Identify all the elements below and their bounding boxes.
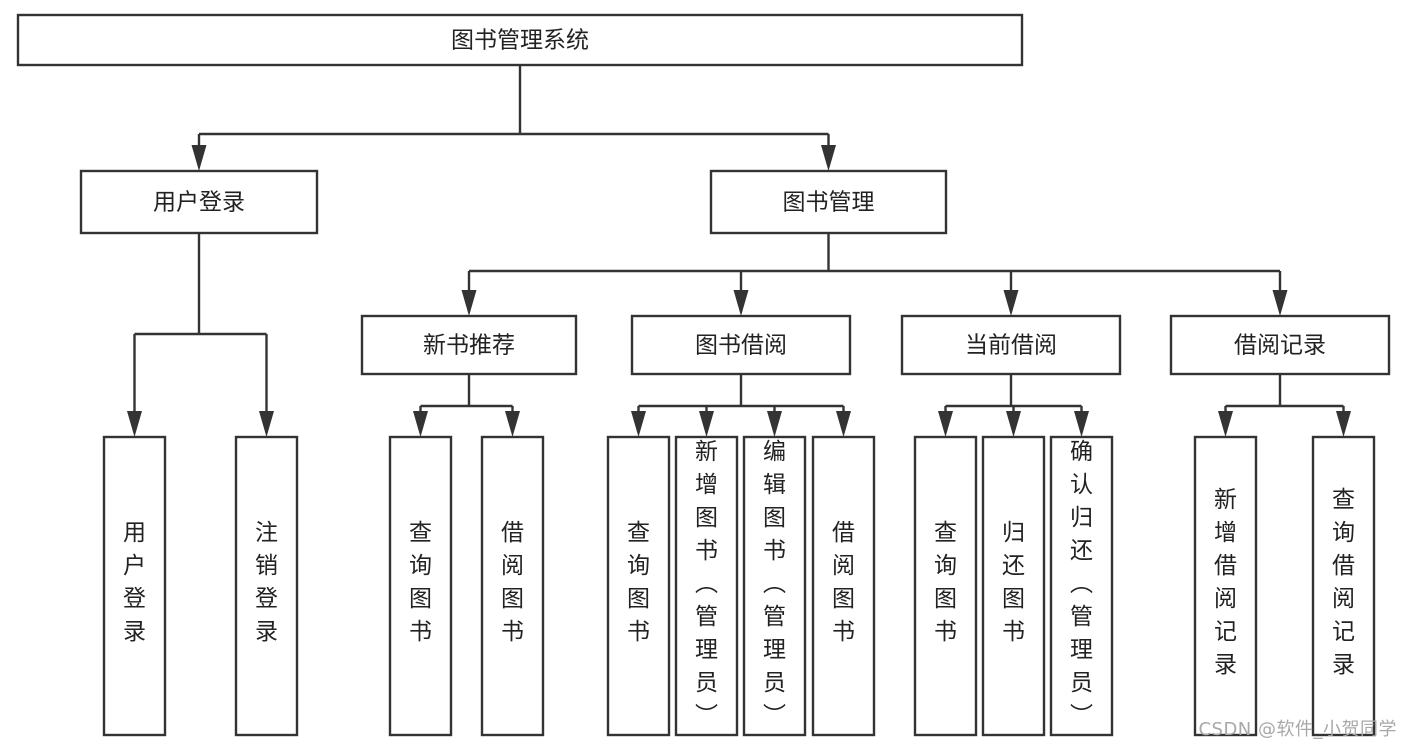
arrow-head-icon bbox=[767, 411, 782, 437]
arrow-head-icon bbox=[1006, 411, 1021, 437]
node-box bbox=[630, 314, 852, 376]
edge-group-book-manage bbox=[461, 233, 1288, 316]
nodes-layer: 图书管理系统用户登录图书管理新书推荐图书借阅当前借阅借阅记录用户登录注销登录查询… bbox=[16, 13, 1391, 737]
edge-group-book-borrow bbox=[631, 374, 851, 437]
node-user-login[interactable]: 用户登录 bbox=[79, 169, 319, 235]
node-leaf-add-record[interactable]: 新增借阅记录 bbox=[1193, 435, 1258, 737]
arrow-head-icon bbox=[938, 411, 953, 437]
node-label: 用户登录 bbox=[123, 520, 146, 645]
node-leaf-edit-book[interactable]: 编辑图书︵管理员︶ bbox=[742, 435, 807, 737]
node-book-borrow[interactable]: 图书借阅 bbox=[630, 314, 852, 376]
arrow-head-icon bbox=[461, 290, 477, 316]
arrow-head-icon bbox=[413, 411, 428, 437]
edge-group-current-borrow bbox=[938, 374, 1089, 437]
node-box bbox=[388, 435, 453, 737]
node-box bbox=[1169, 314, 1391, 376]
node-label: 新增借阅记录 bbox=[1214, 487, 1237, 678]
node-box bbox=[913, 435, 978, 737]
edges-layer bbox=[127, 65, 1351, 437]
node-leaf-borrow-book-1[interactable]: 借阅图书 bbox=[480, 435, 545, 737]
node-leaf-query-book-3[interactable]: 查询图书 bbox=[913, 435, 978, 737]
node-box bbox=[606, 435, 671, 737]
node-box bbox=[1193, 435, 1258, 737]
node-label: 查询借阅记录 bbox=[1332, 487, 1355, 678]
node-label: 新增图书︵管理员︶ bbox=[695, 439, 718, 729]
node-label: 图书借阅 bbox=[695, 333, 787, 359]
arrow-head-icon bbox=[631, 411, 646, 437]
arrow-head-icon bbox=[1074, 411, 1089, 437]
node-leaf-return-book[interactable]: 归还图书 bbox=[981, 435, 1046, 737]
node-box bbox=[1049, 435, 1114, 737]
node-label: 用户登录 bbox=[153, 190, 245, 216]
node-box bbox=[674, 435, 739, 737]
arrow-head-icon bbox=[1218, 411, 1233, 437]
node-leaf-query-book-1[interactable]: 查询图书 bbox=[388, 435, 453, 737]
arrow-head-icon bbox=[821, 145, 836, 171]
arrow-head-icon bbox=[699, 411, 714, 437]
node-label: 图书管理 bbox=[783, 190, 875, 216]
node-box bbox=[742, 435, 807, 737]
node-box bbox=[981, 435, 1046, 737]
node-root[interactable]: 图书管理系统 bbox=[16, 13, 1024, 67]
node-label: 当前借阅 bbox=[965, 333, 1057, 359]
node-label: 查询图书 bbox=[627, 520, 650, 645]
edge-group-new-book-rec bbox=[413, 374, 520, 437]
node-leaf-add-book[interactable]: 新增图书︵管理员︶ bbox=[674, 435, 739, 737]
node-box bbox=[16, 13, 1024, 67]
edge-group-user-login bbox=[127, 233, 274, 437]
node-label: 注销登录 bbox=[255, 520, 278, 645]
node-box bbox=[480, 435, 545, 737]
node-box bbox=[900, 314, 1122, 376]
node-box bbox=[102, 435, 167, 737]
node-box bbox=[360, 314, 578, 376]
arrow-head-icon bbox=[1336, 411, 1351, 437]
edge-group-root bbox=[191, 65, 836, 171]
arrow-head-icon bbox=[1272, 290, 1288, 316]
node-label: 借阅记录 bbox=[1234, 333, 1326, 359]
node-leaf-confirm-return[interactable]: 确认归还︵管理员︶ bbox=[1049, 435, 1114, 737]
arrow-head-icon bbox=[733, 290, 749, 316]
node-label: 图书管理系统 bbox=[451, 28, 589, 54]
node-current-borrow[interactable]: 当前借阅 bbox=[900, 314, 1122, 376]
node-label: 编辑图书︵管理员︶ bbox=[763, 439, 786, 729]
arrow-head-icon bbox=[1003, 290, 1019, 316]
node-label: 查询图书 bbox=[934, 520, 957, 645]
node-box bbox=[234, 435, 299, 737]
arrow-head-icon bbox=[191, 145, 207, 171]
arrow-head-icon bbox=[505, 411, 520, 437]
arrow-head-icon bbox=[836, 411, 851, 437]
node-leaf-borrow-book-2[interactable]: 借阅图书 bbox=[811, 435, 876, 737]
arrow-head-icon bbox=[127, 411, 142, 437]
node-label: 归还图书 bbox=[1002, 520, 1025, 645]
node-leaf-query-record[interactable]: 查询借阅记录 bbox=[1311, 435, 1376, 737]
node-box bbox=[709, 169, 948, 235]
node-borrow-record[interactable]: 借阅记录 bbox=[1169, 314, 1391, 376]
node-label: 借阅图书 bbox=[501, 520, 524, 645]
node-book-manage[interactable]: 图书管理 bbox=[709, 169, 948, 235]
node-new-book-rec[interactable]: 新书推荐 bbox=[360, 314, 578, 376]
node-leaf-user-login[interactable]: 用户登录 bbox=[102, 435, 167, 737]
node-leaf-query-book-2[interactable]: 查询图书 bbox=[606, 435, 671, 737]
edge-group-borrow-record bbox=[1218, 374, 1351, 437]
node-box bbox=[811, 435, 876, 737]
node-box bbox=[1311, 435, 1376, 737]
arrow-head-icon bbox=[259, 411, 274, 437]
node-box bbox=[79, 169, 319, 235]
node-label: 查询图书 bbox=[409, 520, 432, 645]
node-leaf-logout[interactable]: 注销登录 bbox=[234, 435, 299, 737]
node-label: 新书推荐 bbox=[423, 333, 515, 359]
node-label: 确认归还︵管理员︶ bbox=[1070, 439, 1093, 729]
node-label: 借阅图书 bbox=[832, 520, 855, 645]
